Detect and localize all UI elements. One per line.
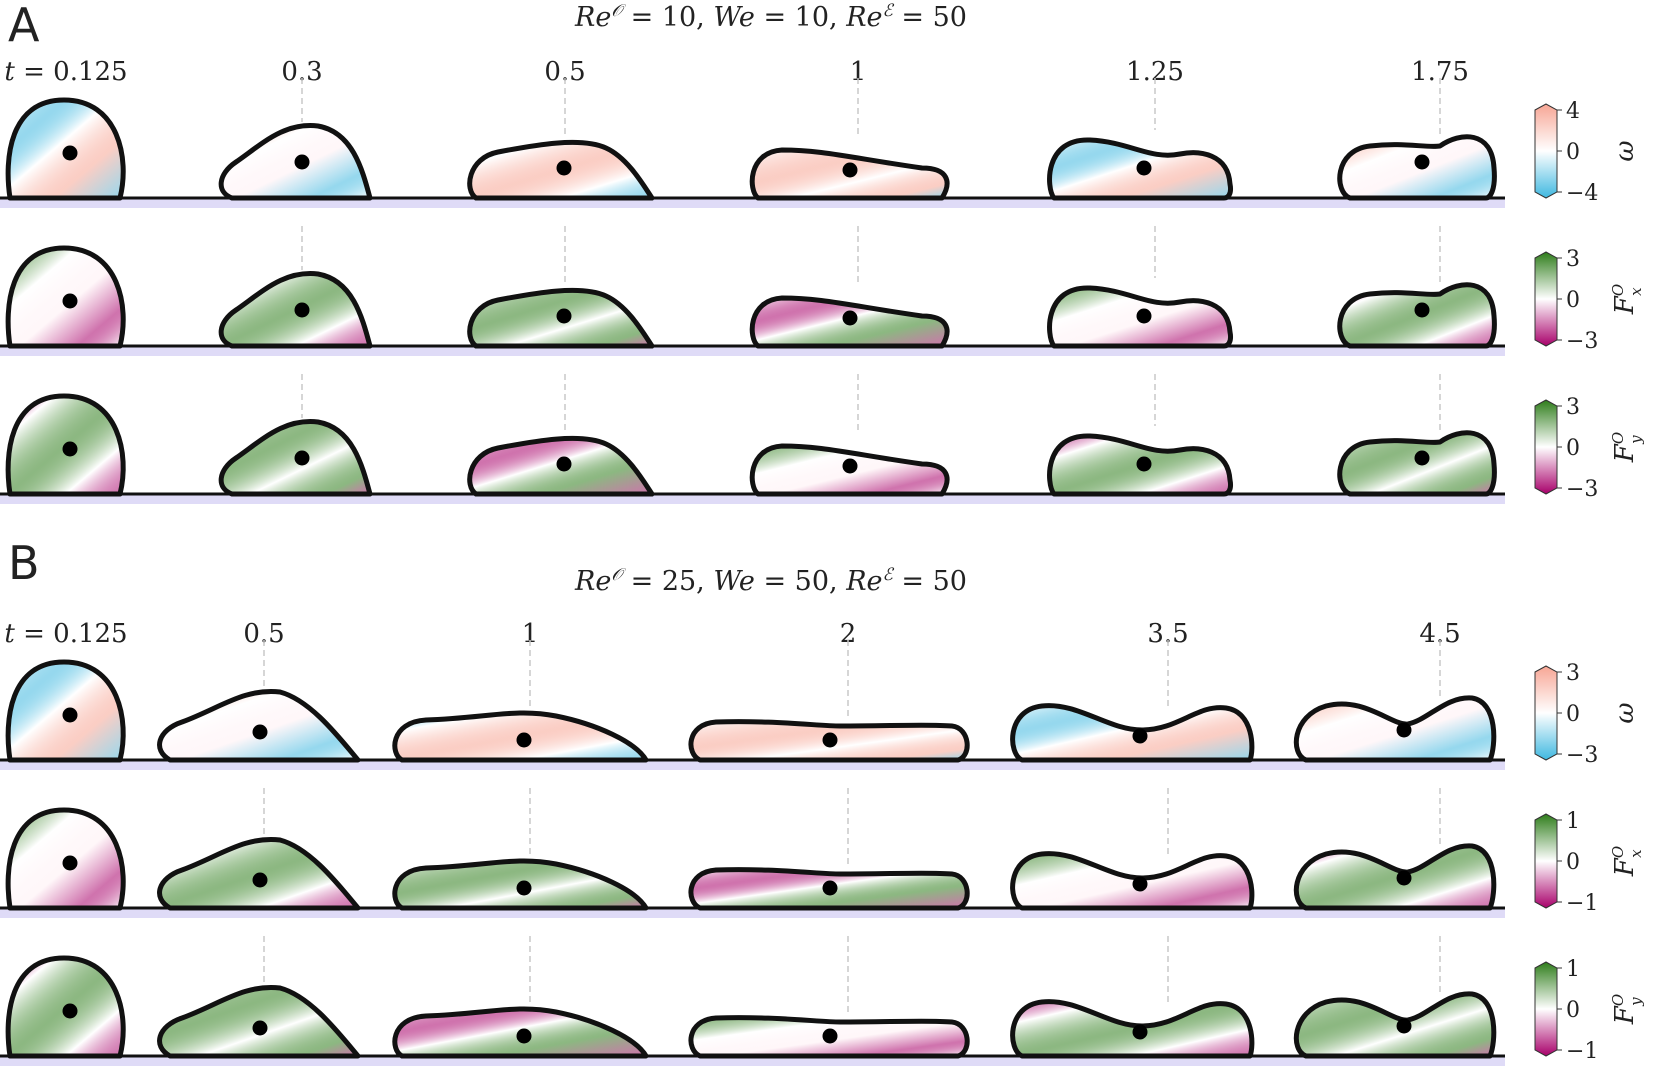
substrate-band bbox=[0, 760, 1505, 770]
centroid-marker bbox=[556, 456, 572, 472]
centroid-marker bbox=[252, 724, 268, 740]
panel-b-row-2: 1 0 −1 FOx bbox=[0, 788, 1645, 918]
centroid-marker bbox=[1396, 722, 1412, 738]
centroid-marker bbox=[1132, 1024, 1148, 1040]
centroid-marker bbox=[1396, 1018, 1412, 1034]
centroid-marker bbox=[1414, 154, 1430, 170]
panel-b-time-label: t = 0.125 bbox=[4, 619, 127, 649]
panel-a-row-1-colorbar-tick-label: 4 bbox=[1566, 99, 1580, 124]
panel-a-row-3-field-label: FOy bbox=[1609, 432, 1645, 463]
panel-a-row-3-colorbar-tick-label: −3 bbox=[1566, 477, 1598, 502]
droplet-shape bbox=[1010, 703, 1255, 763]
panel-b-row-1: 3 0 −3 ω bbox=[0, 640, 1640, 770]
centroid-marker bbox=[1136, 160, 1152, 176]
panel-a-row-3-colorbar-tick-label: 0 bbox=[1566, 436, 1580, 461]
panel-b-row-3-colorbar-tick-label: −1 bbox=[1566, 1039, 1598, 1064]
centroid-marker bbox=[556, 308, 572, 324]
centroid-marker bbox=[1396, 870, 1412, 886]
substrate-band bbox=[0, 494, 1505, 504]
panel-b-header: B Re𝒪 = 25, We = 50, Reℰ = 50 bbox=[8, 536, 967, 597]
panel-b-row-2-colorbar-tick-label: 0 bbox=[1566, 850, 1580, 875]
panel-letter-a: A bbox=[8, 0, 40, 52]
panel-a-title: Re𝒪 = 10, We = 10, Reℰ = 50 bbox=[574, 1, 967, 33]
panel-a-row-1-colorbar-tick-label: 0 bbox=[1566, 140, 1580, 165]
panel-b-row-2-colorbar-tick-label: −1 bbox=[1566, 891, 1598, 916]
panel-letter-b: B bbox=[8, 536, 40, 590]
substrate-band bbox=[0, 346, 1505, 356]
centroid-marker bbox=[556, 160, 572, 176]
panel-a-row-2-field-label: FOx bbox=[1609, 284, 1645, 315]
panel-a-row-1-field-label: ω bbox=[1610, 140, 1640, 161]
centroid-marker bbox=[294, 450, 310, 466]
panel-a-row-2: 3 0 −3 FOx bbox=[0, 226, 1645, 356]
centroid-marker bbox=[252, 872, 268, 888]
panel-b-row-2-colorbar-tick-label: 1 bbox=[1566, 809, 1580, 834]
centroid-marker bbox=[252, 1020, 268, 1036]
panel-a-time-label: t = 0.125 bbox=[4, 57, 127, 87]
panel-a-row-3-colorbar-tick-label: 3 bbox=[1566, 395, 1580, 420]
panel-b-time-label: 2 bbox=[840, 619, 857, 649]
centroid-marker bbox=[62, 441, 78, 457]
panel-a-row-2-colorbar-tick-label: 3 bbox=[1566, 247, 1580, 272]
droplet-shape bbox=[1293, 991, 1497, 1059]
panel-b-time-label: 1 bbox=[522, 619, 539, 649]
panel-b-row-3-colorbar bbox=[1534, 961, 1558, 1057]
centroid-marker bbox=[294, 154, 310, 170]
centroid-marker bbox=[842, 310, 858, 326]
panel-a-row-1-colorbar bbox=[1534, 103, 1558, 199]
droplet-shape bbox=[1293, 843, 1497, 911]
panel-b-title: Re𝒪 = 25, We = 50, Reℰ = 50 bbox=[574, 565, 967, 597]
centroid-marker bbox=[62, 707, 78, 723]
panel-b-row-2-field-label: FOx bbox=[1609, 846, 1645, 877]
panel-a-row-1-colorbar-tick-label: −4 bbox=[1566, 181, 1598, 206]
centroid-marker bbox=[62, 293, 78, 309]
panel-b-row-1-field-label: ω bbox=[1610, 702, 1640, 723]
panel-b-row-3-field-label: FOy bbox=[1609, 994, 1645, 1025]
centroid-marker bbox=[822, 880, 838, 896]
panel-a-row-1: 4 0 −4 ω bbox=[0, 78, 1640, 208]
centroid-marker bbox=[1132, 728, 1148, 744]
droplet-shape bbox=[1293, 695, 1497, 763]
centroid-marker bbox=[62, 1003, 78, 1019]
centroid-marker bbox=[294, 302, 310, 318]
panel-b-row-3: 1 0 −1 FOy bbox=[0, 936, 1645, 1066]
centroid-marker bbox=[822, 1028, 838, 1044]
centroid-marker bbox=[1136, 456, 1152, 472]
droplet-shape bbox=[1010, 999, 1255, 1059]
panel-a-row-3-colorbar bbox=[1534, 399, 1558, 495]
panel-b-row-2-colorbar bbox=[1534, 813, 1558, 909]
panel-a-header: A Re𝒪 = 10, We = 10, Reℰ = 50 bbox=[8, 0, 967, 52]
centroid-marker bbox=[822, 732, 838, 748]
centroid-marker bbox=[842, 162, 858, 178]
panel-a-row-2-colorbar-tick-label: 0 bbox=[1566, 288, 1580, 313]
panel-b-row-3-colorbar-tick-label: 0 bbox=[1566, 998, 1580, 1023]
centroid-marker bbox=[1414, 450, 1430, 466]
panel-b-row-1-colorbar bbox=[1534, 665, 1558, 761]
substrate-band bbox=[0, 1056, 1505, 1066]
centroid-marker bbox=[62, 855, 78, 871]
centroid-marker bbox=[62, 145, 78, 161]
panel-a-time-label: 1 bbox=[850, 57, 867, 87]
centroid-marker bbox=[1414, 302, 1430, 318]
centroid-marker bbox=[516, 1028, 532, 1044]
panel-a-row-2-colorbar-tick-label: −3 bbox=[1566, 329, 1598, 354]
panel-a-row-2-colorbar bbox=[1534, 251, 1558, 347]
substrate-band bbox=[0, 198, 1505, 208]
droplet-shape bbox=[1010, 851, 1255, 911]
panel-b-row-1-colorbar-tick-label: 0 bbox=[1566, 702, 1580, 727]
substrate-band bbox=[0, 908, 1505, 918]
panel-b-row-1-colorbar-tick-label: 3 bbox=[1566, 661, 1580, 686]
centroid-marker bbox=[516, 880, 532, 896]
centroid-marker bbox=[842, 458, 858, 474]
centroid-marker bbox=[516, 732, 532, 748]
panel-b-row-1-colorbar-tick-label: −3 bbox=[1566, 743, 1598, 768]
centroid-marker bbox=[1136, 308, 1152, 324]
panel-b-row-3-colorbar-tick-label: 1 bbox=[1566, 957, 1580, 982]
panel-a-row-3: 3 0 −3 FOy bbox=[0, 374, 1645, 504]
centroid-marker bbox=[1132, 876, 1148, 892]
